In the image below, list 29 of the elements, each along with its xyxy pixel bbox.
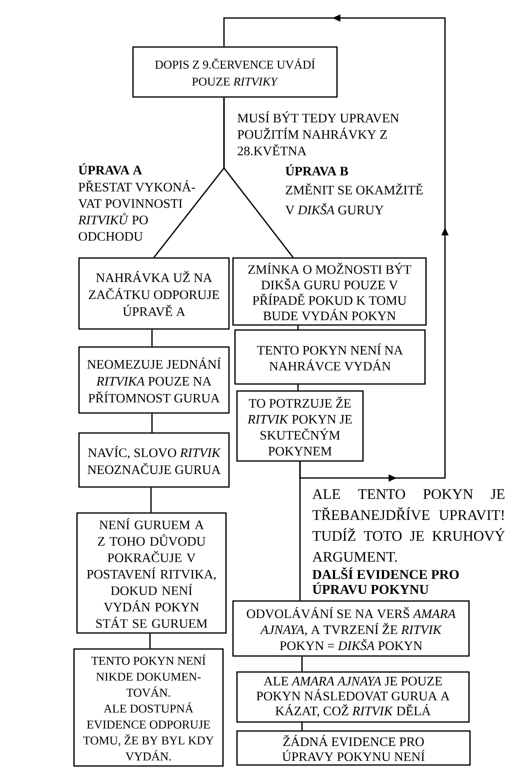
- connector-line: [150, 488, 152, 512]
- process-box: DOPIS Z 9.ČERVENCE UVÁDÍ POUZE RITVIKY: [132, 46, 338, 98]
- section-heading: DALŠÍ EVIDENCE PRO ÚPRAVU POKYNU: [312, 567, 459, 594]
- branch-text: ZMĚNIT SE OKAMŽITĚ V DIKŠA GURUY: [285, 183, 423, 214]
- process-box: NAHRÁVKA UŽ NA ZAČÁTKU ODPORUJE ÚPRAVĚ A: [78, 257, 230, 330]
- connector-line: [151, 330, 153, 346]
- process-box: ODVOLÁVÁNÍ SE NA VERŠ AMARA AJNAYA, A TVRZENÍ ŽE RITVIK POKYN = DIKŠA POKYN: [232, 600, 470, 657]
- process-box: NEOMEZUJE JEDNÁNÍ RITVIKA POUZE NA PŘÍTOMNOST GURUA: [78, 346, 230, 414]
- branch-text: PŘESTAT VYKONÁ-VAT POVINNOSTI RITVIKŮ PO ODCHODU: [78, 180, 196, 241]
- process-box: ZMÍNKA O MOŽNOSTI BÝT DIKŠA GURU POUZE V PŘÍPADĚ POKUD K TOMU BUDE VYDÁN POKYN: [232, 257, 427, 326]
- note-text: ALE TENTO POKYN JE TŘEBANEJDŘÍVE UPRAVIT! TUDÍŽ TOTO JE KRUHOVÝ ARGUMENT.: [312, 489, 505, 562]
- process-box: TENTO POKYN NENÍ NA NAHRÁVCE VYDÁN: [234, 329, 426, 385]
- connector-line: [299, 462, 301, 600]
- connector-line: [297, 326, 299, 330]
- process-box: TO POTRZUJE ŽE RITVIK POKYN JE SKUTEČNÝM POKYNEM: [236, 390, 364, 462]
- process-box: ALE AMARA AJNAYA JE POUZE POKYN NÁSLEDOVAT GURUA A KÁZAT, COŽ RITVIK DĚLÁ: [236, 671, 470, 723]
- branch-heading: ÚPRAVA B: [286, 164, 348, 176]
- connector-line: [223, 98, 294, 258]
- branch-heading: ÚPRAVA A: [78, 163, 142, 175]
- connector-line: [301, 656, 303, 672]
- connector-line: [301, 722, 303, 730]
- connector-line: [149, 634, 151, 648]
- annotation-text: MUSÍ BÝT TEDY UPRAVEN POUŽITÍM NAHRÁVKY Z 28.KVĚTNA: [238, 111, 399, 156]
- connector-line: [297, 384, 299, 390]
- process-box: TENTO POKYN NENÍ NIKDE DOKUMEN-TOVÁN. ALE DOSTUPNÁ EVIDENCE ODPORUJE TOMU, ŽE BY BYL KDY VYDÁN.: [73, 648, 224, 767]
- process-box: NAVÍC, SLOVO RITVIK NEOZNAČUJE GURUA: [78, 432, 230, 488]
- process-box: ŽÁDNÁ EVIDENCE PRO ÚPRAVY POKYNU NENÍ: [236, 730, 471, 766]
- process-box: NENÍ GURUEM A Z TOHO DŮVODU POKRAČUJE V POSTAVENÍ RITVIKA, DOKUD NENÍ VYDÁN POKYN STÁT SE GURUEM: [76, 512, 227, 634]
- connector-line: [151, 414, 153, 432]
